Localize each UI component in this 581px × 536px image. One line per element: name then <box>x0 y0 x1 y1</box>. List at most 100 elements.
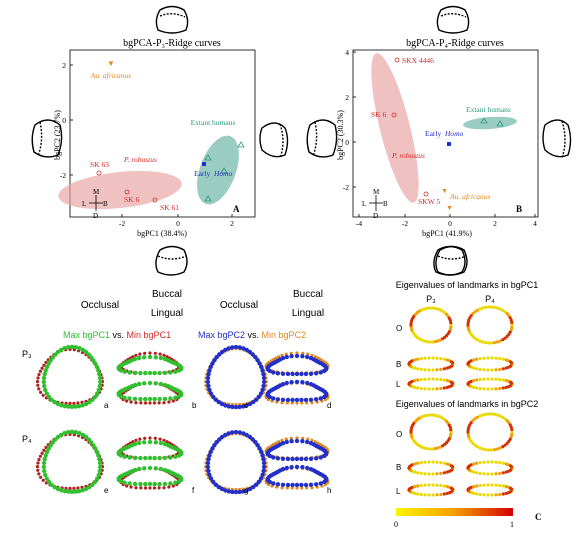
ridge-curve-dot <box>147 370 153 376</box>
eigen-dot <box>489 305 494 309</box>
skw5-point <box>423 191 429 197</box>
ridge-curve-dot <box>147 481 153 487</box>
au-africanus-point: ▼ <box>446 204 453 212</box>
eigen-dot <box>467 435 471 439</box>
ridge-curve-dot <box>251 399 256 405</box>
eigen-dot <box>448 469 452 473</box>
ridge-curve-dot <box>223 403 228 408</box>
ridge-curve-dot <box>62 431 67 436</box>
ridge-curve-dot <box>37 387 41 391</box>
eigen-dot <box>478 471 482 475</box>
eigen-dot <box>419 377 423 382</box>
ridge-curve-dot <box>255 443 260 448</box>
eigen-dot <box>419 483 423 488</box>
ridge-curve-dot <box>261 375 267 381</box>
eigen-dot <box>482 472 486 476</box>
ridge-curve-dot <box>258 476 264 481</box>
eigen-dot <box>422 414 426 418</box>
ridge-curve-dot <box>300 354 305 359</box>
eigen-dot <box>435 377 439 381</box>
eigen-dot <box>409 325 413 329</box>
eigen-dot <box>501 415 505 419</box>
eigen-dot <box>422 339 426 343</box>
ridge-curve-dot <box>127 396 132 401</box>
eigen-dot <box>472 385 476 389</box>
ridge-curve-dot <box>41 393 45 397</box>
ridge-curve-dot <box>147 396 153 402</box>
eigen-dot <box>510 427 514 432</box>
eigen-dot <box>466 323 470 327</box>
eigen-dot <box>423 483 427 487</box>
ridge-curve-dot <box>175 388 180 393</box>
ridge-curve-dot <box>308 456 314 461</box>
eigen-dot <box>495 413 499 417</box>
ridge-curve-dot <box>247 349 253 355</box>
eigen-dot <box>498 414 502 418</box>
compass-b: B <box>103 200 108 208</box>
eigen-dot <box>436 414 440 418</box>
eigen-dot <box>442 367 446 371</box>
eigen-dot <box>428 447 432 451</box>
row-label-o: O <box>396 430 402 439</box>
ridge-curve-dot <box>132 382 138 388</box>
eigen-dot <box>489 341 494 345</box>
ridge-curve-dot <box>77 346 82 351</box>
eigen-dot <box>503 417 507 421</box>
header-buccal: Buccal <box>152 289 182 300</box>
ridge-curve-dot <box>83 349 89 355</box>
panel-b-ticks <box>353 51 536 217</box>
sub-letter-g: g <box>244 486 248 495</box>
eigen-dot <box>486 472 490 476</box>
ridge-curve-dot <box>134 438 138 442</box>
ridge-curve-dot <box>96 453 101 458</box>
ridge-curve-dot <box>241 346 246 351</box>
ridge-curve-dot <box>49 397 54 402</box>
panel-b-ylabel: bgPC2 (30.3%) <box>336 110 345 160</box>
label-sk6: SK 6 <box>124 195 139 204</box>
ridge-curve-dot <box>138 481 143 487</box>
eigen-dot <box>449 430 453 434</box>
ridge-curve-dot <box>261 464 267 470</box>
eigen-dot <box>501 378 505 382</box>
eigen-dot <box>501 357 505 361</box>
ridge-curve-dot <box>318 455 323 460</box>
eigen-dot <box>449 321 453 325</box>
eigen-dot <box>439 471 443 475</box>
eigen-dot <box>483 341 488 345</box>
ridge-curve-dot <box>280 397 286 402</box>
ridge-curve-dot <box>72 486 76 490</box>
panel-a-ytick: -2 <box>60 171 66 180</box>
ridge-curve-dot <box>37 458 41 462</box>
ridge-curve-dot <box>217 352 222 357</box>
eigen-dot <box>478 414 482 418</box>
ridge-curve-dot <box>308 371 314 376</box>
ridge-curve-dot <box>289 380 294 385</box>
scale-min: 0 <box>394 520 398 529</box>
ridge-curve-dot <box>280 441 286 446</box>
eigen-dot <box>509 318 513 322</box>
ridge-curve-dot <box>138 437 142 441</box>
ridge-curve-dot <box>66 430 71 435</box>
eigen-dot <box>510 430 514 434</box>
ridge-curve-dot <box>162 370 168 376</box>
ridge-curve-dot <box>76 489 82 494</box>
sk6-point <box>391 112 397 118</box>
ridge-curve-dot <box>261 371 266 377</box>
eigen-dot <box>466 430 470 434</box>
compass-a: M L B D <box>82 188 108 220</box>
eigen-dot <box>439 492 443 497</box>
label-sk61: SK 61 <box>160 203 179 212</box>
eigen-dot <box>475 338 479 342</box>
ridge-curve-dot <box>223 432 228 438</box>
eigen-dot <box>498 339 502 343</box>
ridge-curve-dot <box>94 449 100 455</box>
ridge-curve-dot <box>305 401 309 405</box>
ridge-curve-dot <box>153 466 158 471</box>
ridge-curve-dot <box>219 401 225 407</box>
eigen-dot <box>473 443 477 447</box>
panel-b-xtick: -4 <box>356 219 362 228</box>
eigen-dot <box>409 430 413 434</box>
ridge-curve-dot <box>290 486 294 490</box>
ridge-curve-dot <box>157 370 162 376</box>
sub-letter-d: d <box>327 401 331 410</box>
